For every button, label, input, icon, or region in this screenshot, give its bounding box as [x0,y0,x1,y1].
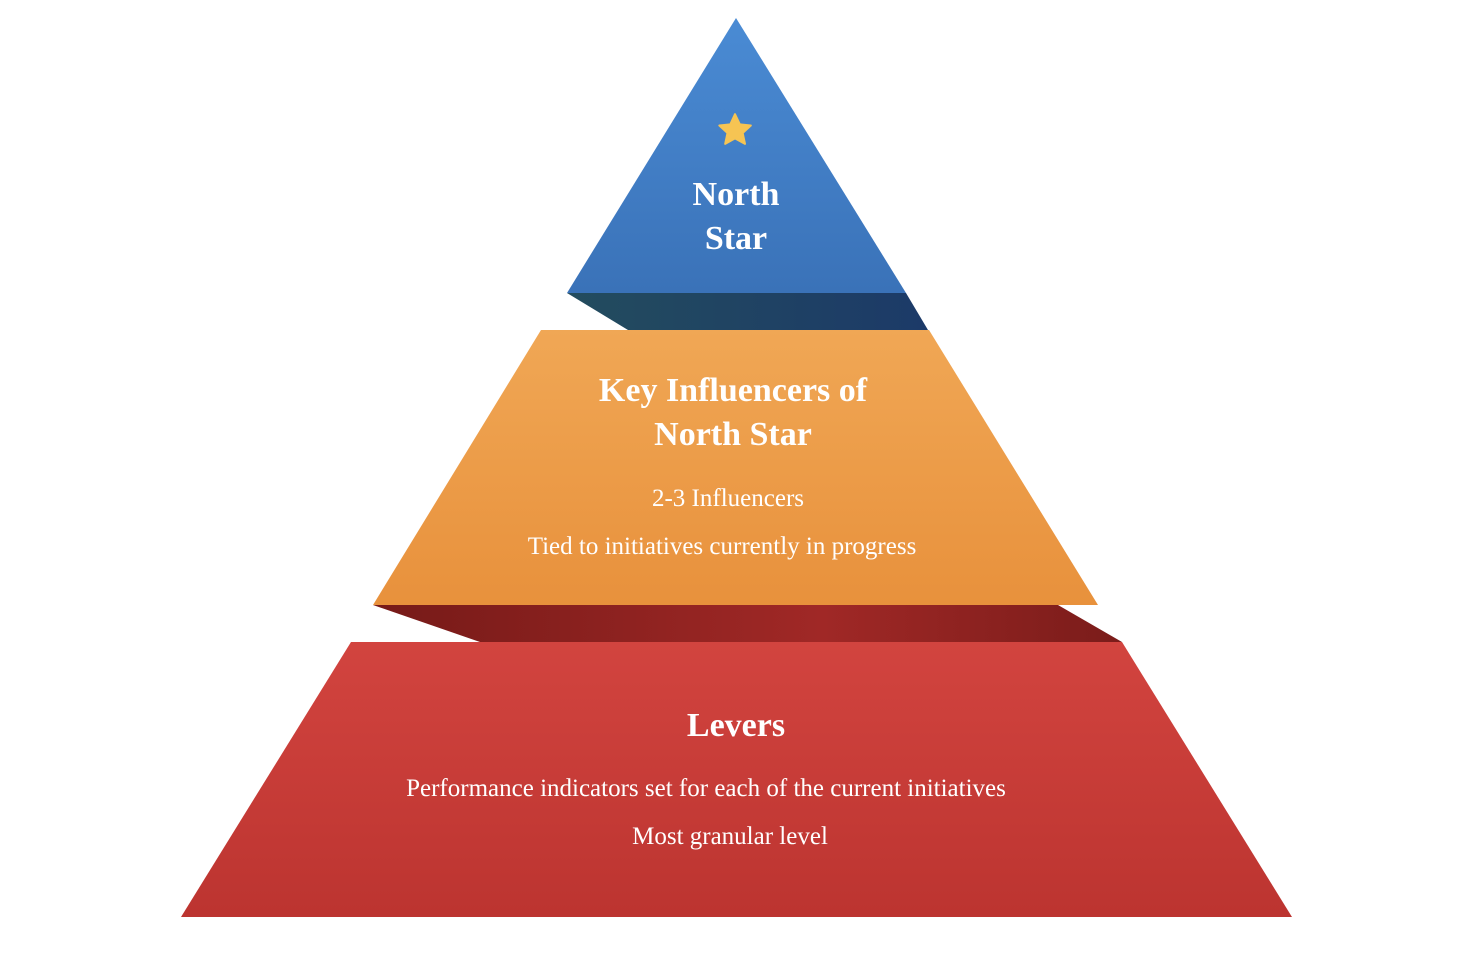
tier-1-top-shape [567,18,906,293]
star-icon [718,113,752,145]
tier-2-title-line1: Key Influencers of [598,372,868,409]
tier-2-shadow-band [373,605,1122,642]
tier-1-title: North Star [586,173,886,261]
tier-2-detail-1: 2-3 Influencers [651,485,804,512]
tier-3-detail-1: Performance indicators set for each of t… [406,775,1006,802]
tier-3-base-shape [181,642,1292,917]
tier-1-title-line2: Star [704,220,768,257]
tier-1-title-line1: North [692,176,780,213]
tier-2-title: Key Influencers of North Star [478,369,988,457]
tier-2-title-line2: North Star [654,416,812,453]
tier-3-title: Levers [686,707,786,744]
tier-2-middle-shape [373,330,1098,605]
tier-2-detail-2: Tied to initiatives currently in progres… [527,533,917,560]
tier-3-detail-2: Most granular level [632,823,828,850]
tier-1-shadow-band [567,293,928,330]
